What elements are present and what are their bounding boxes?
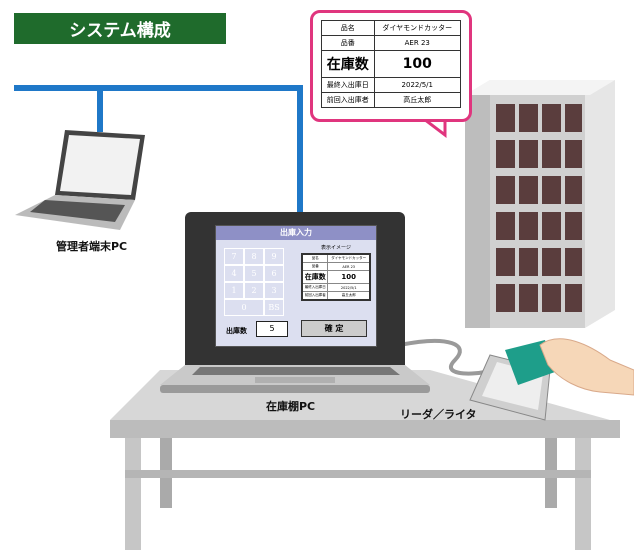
row-label: 品番 <box>301 262 329 271</box>
row-label: 品番 <box>321 35 375 51</box>
row-value: ダイヤモンドカッター <box>373 20 462 36</box>
row-value: 2022/5/1 <box>373 77 462 93</box>
row-value: ダイヤモンドカッター <box>327 253 371 263</box>
row-label: 品名 <box>321 20 375 36</box>
row-value: 100 <box>373 50 462 78</box>
network-lines <box>14 85 303 215</box>
shelf-pc-label: 在庫棚PC <box>266 400 316 413</box>
hand-icon <box>539 338 634 396</box>
key-4[interactable]: 4 <box>224 265 244 282</box>
confirm-button[interactable]: 確 定 <box>301 320 367 337</box>
preview-caption: 表示イメージ <box>321 245 351 251</box>
quantity-input[interactable]: 5 <box>256 321 288 337</box>
row-value: 2022/5/1 <box>327 283 371 292</box>
row-value: AER 23 <box>327 262 371 271</box>
key-8[interactable]: 8 <box>244 248 264 265</box>
admin-pc-label: 管理者端末PC <box>56 240 128 253</box>
laptop-screen: 出庫入力 7 8 9 4 5 6 1 2 3 0 BS 表示イメージ 品名ダイヤ… <box>215 225 377 347</box>
key-3[interactable]: 3 <box>264 282 284 299</box>
row-value: 高丘太郎 <box>373 92 462 108</box>
key-7[interactable]: 7 <box>224 248 244 265</box>
row-label: 在庫数 <box>301 270 329 284</box>
row-label: 最終入出庫日 <box>301 283 329 292</box>
row-value: 100 <box>327 270 371 284</box>
quantity-label: 出庫数 <box>226 327 247 335</box>
row-value: AER 23 <box>373 35 462 51</box>
key-1[interactable]: 1 <box>224 282 244 299</box>
keypad: 7 8 9 4 5 6 1 2 3 0 BS <box>224 248 284 316</box>
key-6[interactable]: 6 <box>264 265 284 282</box>
diagram-title: システム構成 <box>14 13 226 44</box>
row-label: 前回入出庫者 <box>321 92 375 108</box>
screen-header: 出庫入力 <box>216 226 376 240</box>
reader-writer-icon <box>469 340 555 421</box>
locker-cabinet-icon <box>465 80 615 328</box>
reader-label: リーダ／ライタ <box>400 408 477 421</box>
key-9[interactable]: 9 <box>264 248 284 265</box>
row-label: 在庫数 <box>321 50 375 78</box>
row-value: 高丘太郎 <box>327 291 371 301</box>
admin-laptop-icon <box>15 130 145 230</box>
row-label: 品名 <box>301 253 329 263</box>
key-2[interactable]: 2 <box>244 282 264 299</box>
key-backspace[interactable]: BS <box>264 299 284 316</box>
row-label: 前回入出庫者 <box>301 291 329 301</box>
key-0[interactable]: 0 <box>224 299 264 316</box>
key-5[interactable]: 5 <box>244 265 264 282</box>
row-label: 最終入出庫日 <box>321 77 375 93</box>
